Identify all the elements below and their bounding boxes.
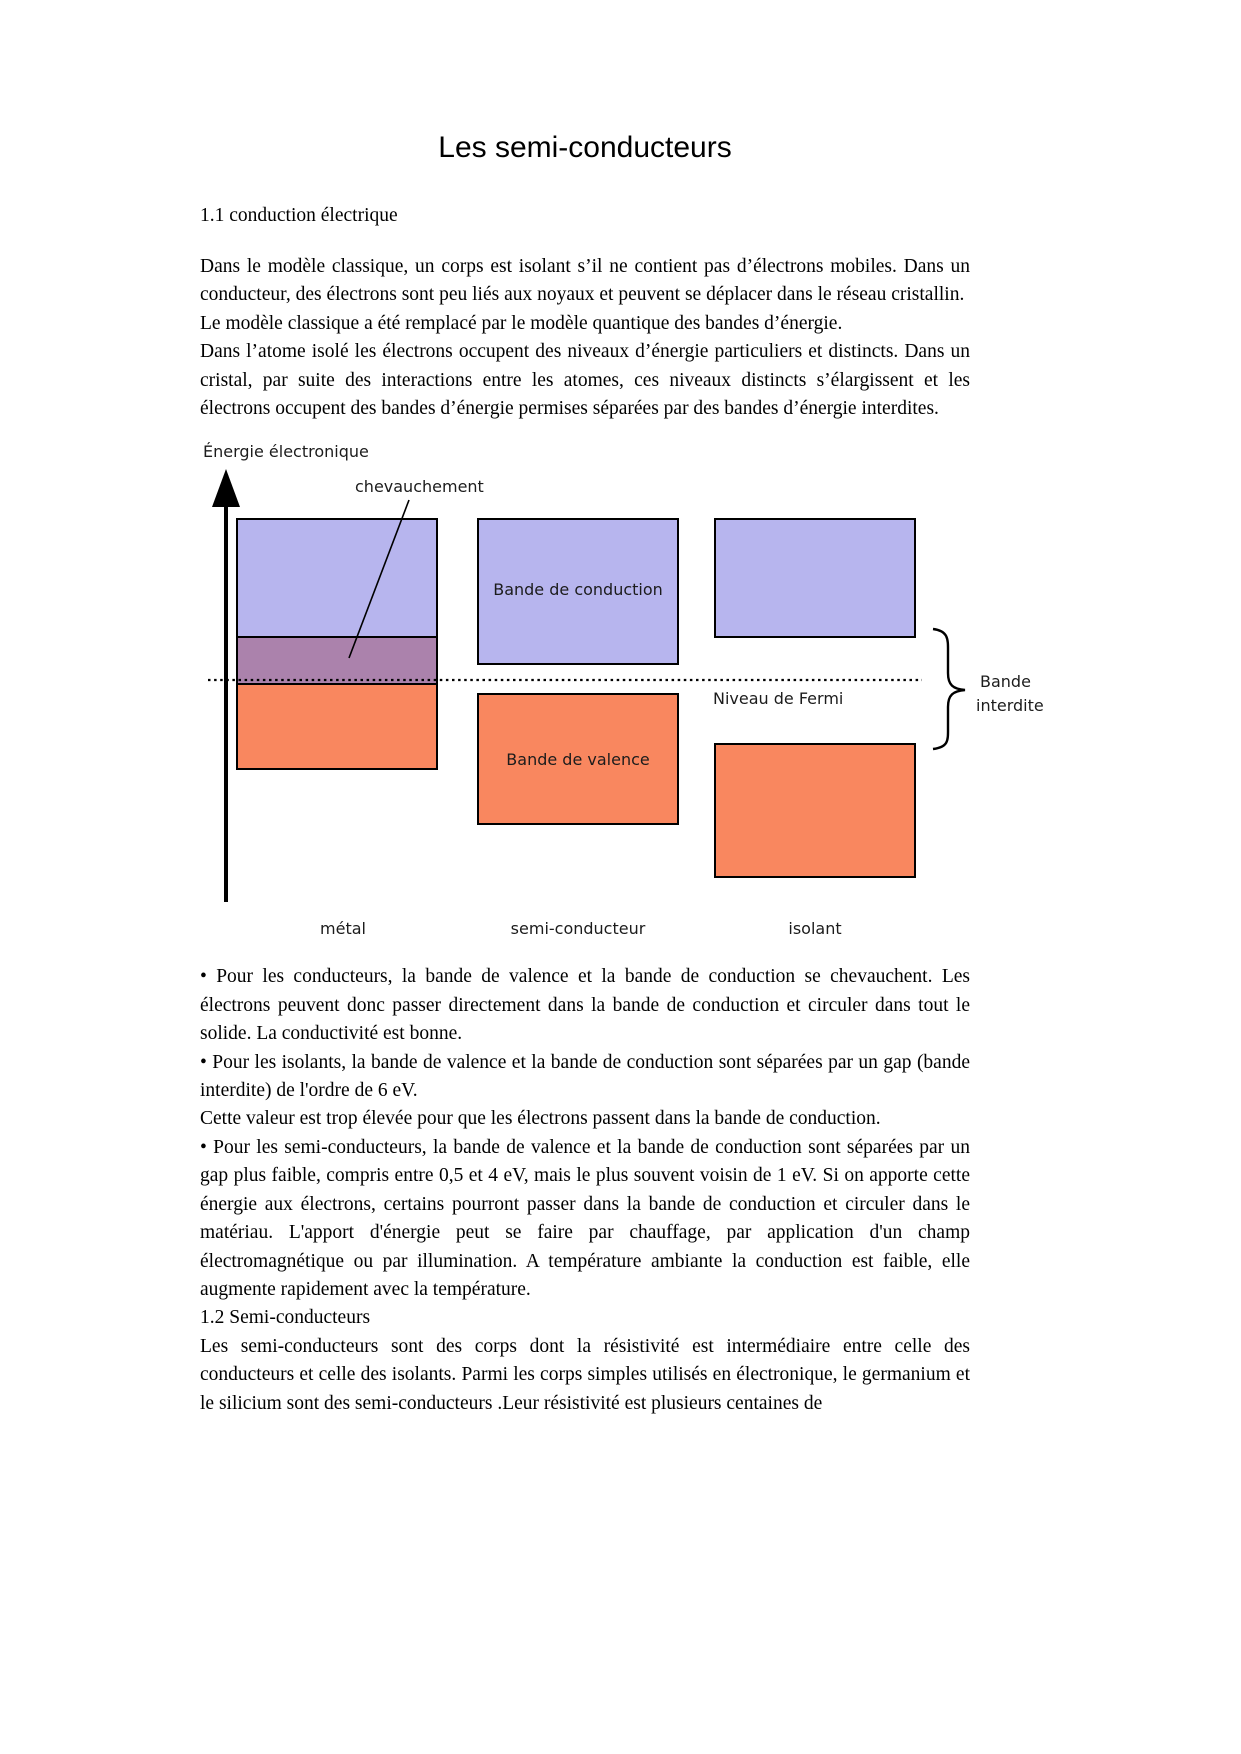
- fermi-level-label: Niveau de Fermi: [713, 689, 843, 708]
- paragraph: Le modèle classique a été remplacé par l…: [200, 312, 843, 334]
- gap-label-line1: Bande: [980, 672, 1031, 691]
- paragraph-1-2: Les semi-conducteurs sont des corps dont…: [200, 1335, 970, 1414]
- overlap-label: chevauchement: [355, 477, 484, 496]
- section-1-2-heading: 1.2 Semi-conducteurs: [200, 1307, 371, 1329]
- gap-label-line2: interdite: [976, 696, 1044, 715]
- paragraph: Dans l’atome isolé les électrons occupen…: [200, 341, 970, 420]
- bullet-conductors: • Pour les conducteurs, la bande de vale…: [200, 966, 970, 1045]
- gap-brace: [932, 628, 966, 751]
- semiconductor-column-label: semi-conducteur: [511, 919, 646, 938]
- note-insulators: Cette valeur est trop élevée pour que le…: [200, 1108, 881, 1130]
- page-title: Les semi-conducteurs: [438, 131, 732, 164]
- bullet-semiconductors: • Pour les semi-conducteurs, la bande de…: [200, 1136, 970, 1300]
- insulator-valence-band: [714, 743, 916, 879]
- section-1-1-text: Dans le modèle classique, un corps est i…: [200, 253, 970, 423]
- section-1-1-heading: 1.1 conduction électrique: [200, 205, 398, 226]
- section-body-text: • Pour les conducteurs, la bande de vale…: [200, 963, 970, 1418]
- insulator-conduction-band: [714, 518, 916, 639]
- valence-band-label: Bande de valence: [506, 750, 649, 769]
- metal-column-label: métal: [320, 919, 366, 938]
- metal-overlap-region: [236, 636, 438, 686]
- energy-axis-arrowhead: [212, 469, 240, 508]
- insulator-column-label: isolant: [788, 919, 841, 938]
- conduction-band-label: Bande de conduction: [493, 580, 663, 599]
- bullet-insulators: • Pour les isolants, la bande de valence…: [200, 1051, 970, 1102]
- semiconductor-conduction-band: [477, 518, 679, 666]
- paragraph: Dans le modèle classique, un corps est i…: [200, 256, 970, 306]
- overlap-pointer-line: [348, 500, 410, 659]
- energy-band-diagram: Énergie électronique chevauchement Bande…: [203, 442, 1044, 938]
- energy-axis-label: Énergie électronique: [203, 442, 369, 461]
- semiconductor-valence-band: [477, 693, 679, 826]
